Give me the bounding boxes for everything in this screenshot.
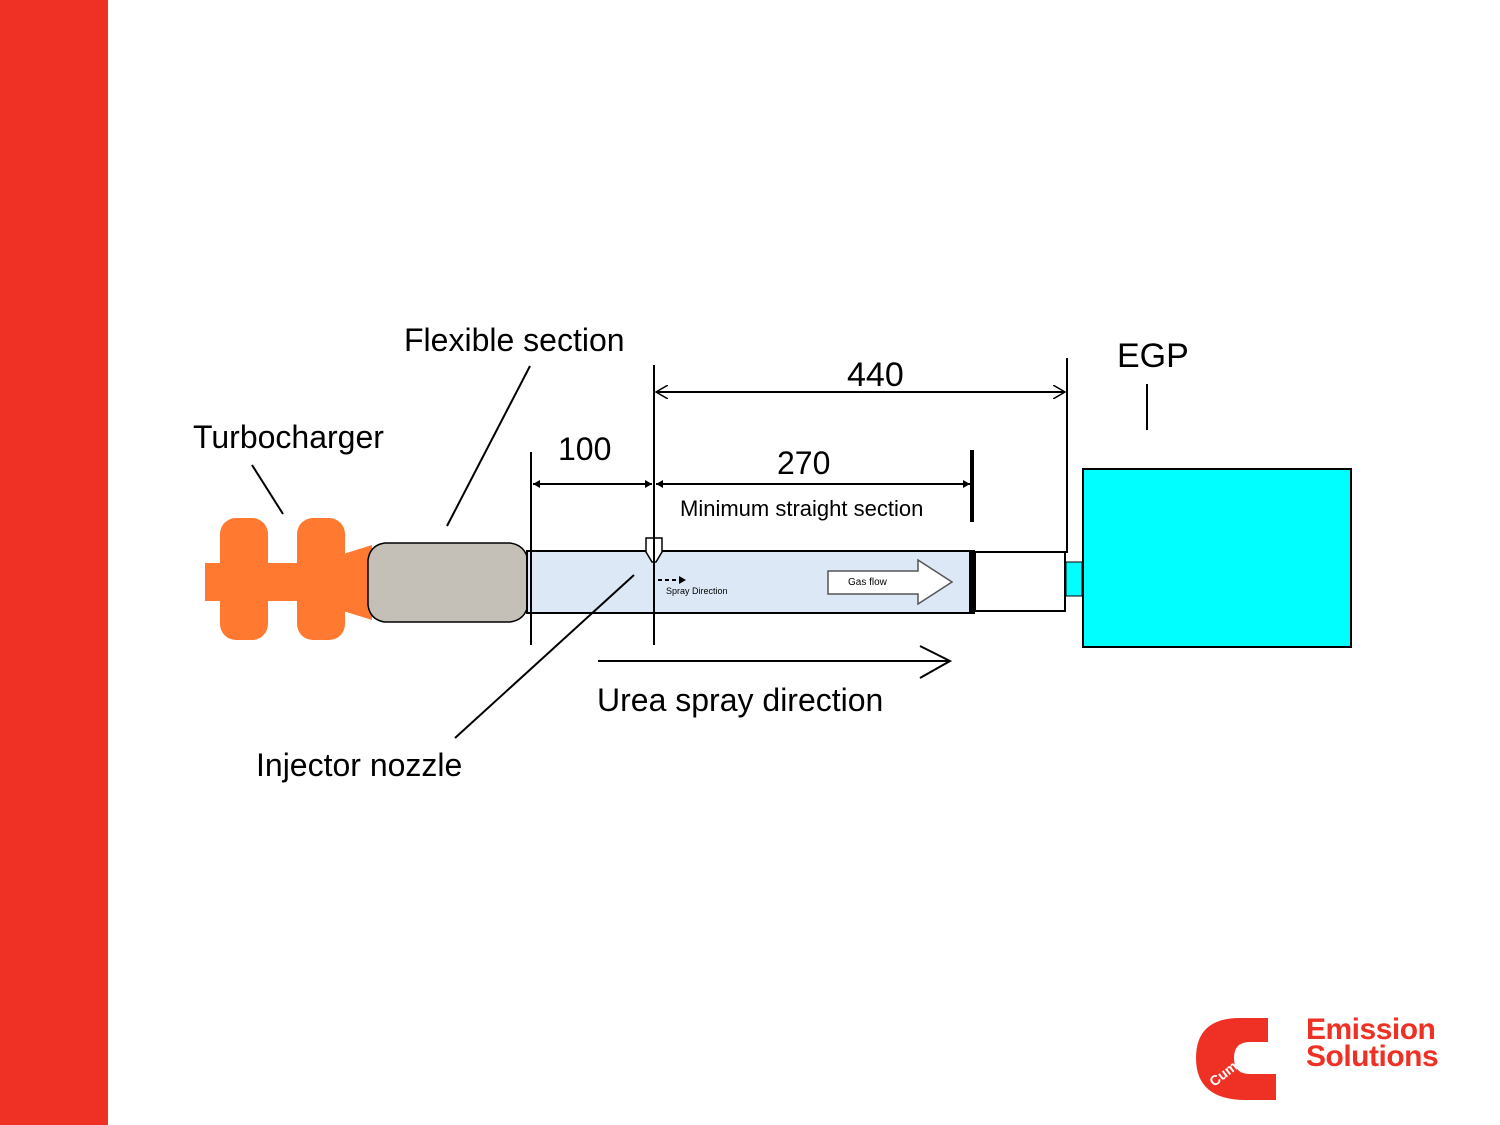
connecting-pipe: [974, 551, 1066, 612]
gas-flow-arrow: [827, 558, 954, 606]
flexible-section-shape: [367, 542, 529, 623]
cummins-c-mark-icon: Cummins: [1196, 1018, 1276, 1100]
flexible-section-label: Flexible section: [404, 322, 625, 358]
side-accent-bar: [0, 0, 108, 1125]
spray-direction-small-label: Spray Direction: [666, 586, 728, 596]
brand-line-2: Solutions: [1306, 1040, 1439, 1073]
turbocharger-leader: [251, 464, 284, 515]
dimension-100-label: 100: [558, 431, 611, 467]
dimension-440-label: 440: [847, 356, 904, 394]
urea-spray-direction-arrow: [598, 645, 953, 679]
minimum-straight-section-label: Minimum straight section: [680, 496, 923, 521]
turbocharger-label: Turbocharger: [193, 419, 384, 455]
emission-solutions-wordmark: Emission Solutions: [1306, 1013, 1439, 1073]
injector-nozzle-leader: [454, 574, 635, 739]
egp-label: EGP: [1117, 337, 1189, 375]
flexible-section-leader: [446, 365, 531, 527]
cummins-logo: Cummins: [1196, 1018, 1276, 1100]
injector-nozzle-label: Injector nozzle: [256, 747, 462, 783]
gas-flow-label: Gas flow: [848, 577, 888, 588]
urea-spray-direction-label: Urea spray direction: [597, 682, 883, 718]
egp-inlet-nozzle: [1065, 561, 1083, 597]
brand-line-1: Emission: [1306, 1013, 1436, 1046]
dimension-270-label: 270: [777, 445, 830, 481]
turbocharger-shape: [205, 518, 375, 640]
egp-box: [1082, 468, 1352, 648]
